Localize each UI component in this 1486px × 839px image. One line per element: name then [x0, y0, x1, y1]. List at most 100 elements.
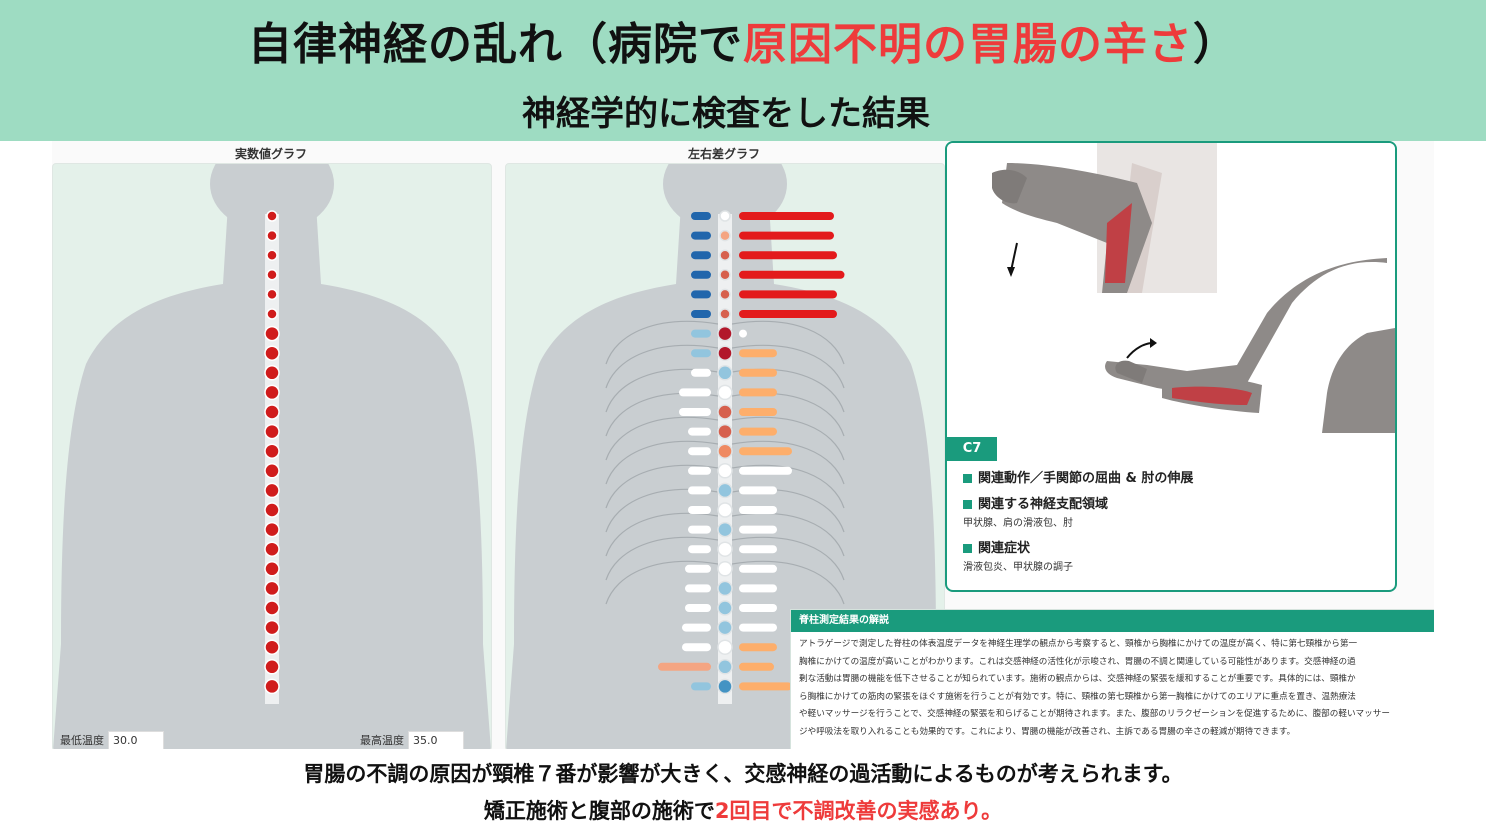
vertebra-dot — [717, 502, 733, 518]
vertebra-dot — [264, 423, 280, 440]
vertebra-dot — [717, 325, 733, 342]
vertebra-dot — [717, 541, 733, 557]
middle-panel-title: 左右差グラフ — [687, 147, 760, 161]
max-temp-input[interactable]: 35.0 — [408, 731, 464, 749]
vertebra-dot — [719, 308, 731, 320]
rib-left — [605, 416, 719, 461]
conclusion-line-1: 胃腸の不調の原因が頸椎７番が影響が大きく、交感神経の過活動によるものが考えられま… — [303, 762, 1183, 786]
vertebra-dot — [264, 482, 280, 499]
actual-value-graph — [52, 163, 492, 749]
nerve-area-title: 関連する神経支配領域 — [978, 497, 1109, 512]
left-panel-title: 実数値グラフ — [234, 147, 307, 161]
explanation-line: や軽いマッサージを行うことで、交感神経の緊張を和らげることが期待されます。また、… — [799, 709, 1390, 719]
vertebra-dot — [717, 384, 733, 401]
right-margin — [1434, 141, 1486, 749]
rib-right — [731, 536, 845, 581]
c7-detail-popup[interactable]: C7 関連動作／手関節の屈曲 & 肘の伸展 関連する神経支配領域 甲状腺、肩の滑… — [945, 141, 1397, 592]
page-title: 自律神経の乱れ（病院で原因不明の胃腸の辛さ） — [0, 8, 1486, 72]
vertebra-dot — [717, 561, 733, 577]
bullet-square-icon — [963, 474, 972, 483]
rib-left — [605, 560, 719, 605]
title-part1: 自律神経の乱れ（病院で — [248, 19, 743, 70]
vertebra-tag: C7 — [947, 437, 997, 461]
vertebra-dot — [264, 345, 280, 361]
rib-left — [605, 344, 719, 389]
vertebra-dot — [264, 639, 280, 655]
explanation-title: 脊柱測定結果の解説 — [791, 610, 1434, 632]
rib-left — [605, 440, 719, 485]
rib-right — [731, 416, 845, 461]
rib-right — [731, 464, 845, 509]
vertebra-dot — [717, 443, 733, 459]
related-motion-text: 関連動作／手関節の屈曲 & 肘の伸展 — [978, 471, 1194, 486]
vertebra-dot — [264, 443, 280, 459]
max-temp-label: 最高温度 — [360, 734, 404, 747]
explanation-line: ら胸椎にかけての筋肉の緊張をほぐす施術を行うことが有効です。特に、頸椎の第七頸椎… — [799, 691, 1356, 702]
vertebra-dot — [717, 404, 733, 420]
vertebra-dot — [264, 678, 280, 695]
explanation-body: アトラゲージで測定した脊柱の体表温度データを神経生理学の観点から考察すると、頸椎… — [791, 632, 1434, 745]
explanation-line: 胸椎にかけての温度が高いことがわかります。これは交感神経の活性化が示唆され、胃腸… — [799, 656, 1356, 667]
vertebra-dot — [719, 249, 731, 261]
vertebra-dot — [264, 325, 280, 342]
vertebra-dot — [719, 269, 731, 281]
vertebra-dot — [266, 229, 278, 242]
conclusion-line-2: 矯正施術と腹部の施術で2回目で不調改善の実感あり。 — [0, 795, 1486, 825]
conclusion-highlight: 2回目で不調改善の実感あり。 — [714, 799, 1003, 823]
related-motion-heading: 関連動作／手関節の屈曲 & 肘の伸展 — [963, 467, 1193, 486]
vertebra-dot — [719, 210, 731, 222]
bullet-square-icon — [963, 544, 972, 553]
rib-left — [605, 464, 719, 509]
vertebra-dot — [264, 463, 280, 479]
actual-value-chart — [53, 164, 491, 749]
title-highlight: 原因不明の胃腸の辛さ — [743, 19, 1193, 70]
header-banner: 自律神経の乱れ（病院で原因不明の胃腸の辛さ） 神経学的に検査をした結果 — [0, 0, 1486, 141]
vertebra-dot — [717, 580, 733, 597]
vertebra-dot — [717, 619, 733, 636]
vertebra-dot — [264, 502, 280, 518]
vertebra-dot — [717, 423, 733, 440]
vertebra-dot — [717, 482, 733, 499]
nerve-area-text: 甲状腺、肩の滑液包、肘 — [963, 518, 1073, 529]
vertebra-dot — [266, 308, 278, 320]
rib-right — [731, 320, 845, 365]
vertebra-dot — [264, 600, 280, 616]
vertebra-dot — [717, 639, 733, 655]
min-temp-input[interactable]: 30.0 — [108, 731, 164, 749]
vertebra-dot — [264, 521, 280, 538]
vertebra-dot — [266, 249, 278, 261]
conclusion-part1: 矯正施術と腹部の施術で — [483, 799, 715, 823]
vertebra-dot — [264, 561, 280, 577]
rib-left — [605, 536, 719, 581]
arm-illustration — [947, 143, 1395, 433]
vertebra-dot — [264, 619, 280, 636]
spine-result-explanation: 脊柱測定結果の解説 アトラゲージで測定した脊柱の体表温度データを神経生理学の観点… — [790, 609, 1434, 749]
rib-right — [731, 560, 845, 605]
symptoms-title: 関連症状 — [978, 541, 1031, 556]
rib-left — [605, 320, 719, 365]
rib-right — [731, 440, 845, 485]
rib-right — [731, 344, 845, 389]
vertebra-dot — [266, 288, 278, 301]
vertebra-dot — [266, 210, 278, 222]
vertebra-dot — [264, 659, 280, 675]
explanation-line: 剰な活動は胃腸の機能を低下させることが知られています。施術の観点からは、交感神経… — [799, 674, 1356, 684]
left-right-diff-graph — [505, 163, 945, 749]
vertebra-dot — [264, 580, 280, 597]
vertebra-dot — [717, 678, 733, 695]
vertebra-dot — [717, 521, 733, 538]
min-temp-legend: 最低温度 30.0 — [60, 731, 164, 749]
vertebra-dot — [264, 384, 280, 401]
vertebra-dot — [717, 600, 733, 616]
vertebra-dot — [264, 404, 280, 420]
vertebra-dot — [264, 365, 280, 381]
vertebra-dot — [717, 345, 733, 361]
vertebra-dot — [717, 365, 733, 381]
min-temp-label: 最低温度 — [60, 734, 104, 747]
page-subtitle: 神経学的に検査をした結果 — [522, 94, 930, 134]
nerve-area-heading: 関連する神経支配領域 — [963, 493, 1108, 512]
explanation-line: アトラゲージで測定した脊柱の体表温度データを神経生理学の観点から考察すると、頸椎… — [799, 639, 1358, 649]
symptoms-heading: 関連症状 — [963, 537, 1030, 556]
symptoms-text: 滑液包炎、甲状腺の調子 — [963, 562, 1073, 573]
